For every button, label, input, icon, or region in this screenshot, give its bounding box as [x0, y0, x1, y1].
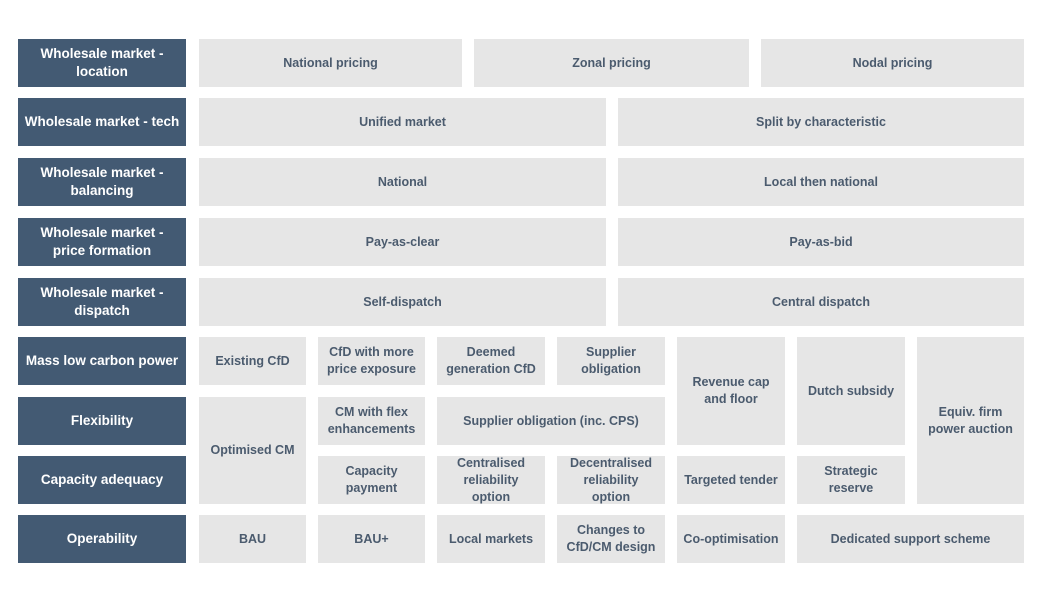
option-national-pricing: National pricing — [199, 39, 462, 87]
option-targeted-tender: Targeted tender — [677, 456, 785, 504]
option-strategic-reserve: Strategic reserve — [797, 456, 905, 504]
option-national-balancing: National — [199, 158, 606, 206]
row-label-balancing: Wholesale market - balancing — [18, 158, 186, 206]
option-capacity-payment: Capacity payment — [318, 456, 425, 504]
option-zonal-pricing: Zonal pricing — [474, 39, 749, 87]
option-local-then-national: Local then national — [618, 158, 1024, 206]
option-bau: BAU — [199, 515, 306, 563]
option-supplier-obligation-cps: Supplier obligation (inc. CPS) — [437, 397, 665, 445]
option-pay-as-clear: Pay-as-clear — [199, 218, 606, 266]
option-existing-cfd: Existing CfD — [199, 337, 306, 385]
row-label-mass-low-carbon: Mass low carbon power — [18, 337, 186, 385]
option-dutch-subsidy: Dutch subsidy — [797, 337, 905, 445]
option-central-dispatch: Central dispatch — [618, 278, 1024, 326]
row-label-flexibility: Flexibility — [18, 397, 186, 445]
option-self-dispatch: Self-dispatch — [199, 278, 606, 326]
option-changes-cfd-cm-design: Changes to CfD/CM design — [557, 515, 665, 563]
row-label-location: Wholesale market - location — [18, 39, 186, 87]
option-split-by-characteristic: Split by characteristic — [618, 98, 1024, 146]
option-co-optimisation: Co-optimisation — [677, 515, 785, 563]
option-decentralised-reliability: Decentralised reliability option — [557, 456, 665, 504]
option-bau-plus: BAU+ — [318, 515, 425, 563]
option-optimised-cm: Optimised CM — [199, 397, 306, 504]
option-deemed-generation-cfd: Deemed generation CfD — [437, 337, 545, 385]
option-cfd-more-price-exposure: CfD with more price exposure — [318, 337, 425, 385]
row-label-price-formation: Wholesale market - price formation — [18, 218, 186, 266]
option-local-markets: Local markets — [437, 515, 545, 563]
option-cm-flex-enhancements: CM with flex enhancements — [318, 397, 425, 445]
row-label-operability: Operability — [18, 515, 186, 563]
option-nodal-pricing: Nodal pricing — [761, 39, 1024, 87]
option-unified-market: Unified market — [199, 98, 606, 146]
option-pay-as-bid: Pay-as-bid — [618, 218, 1024, 266]
option-supplier-obligation: Supplier obligation — [557, 337, 665, 385]
option-dedicated-support-scheme: Dedicated support scheme — [797, 515, 1024, 563]
row-label-tech: Wholesale market - tech — [18, 98, 186, 146]
row-label-capacity-adequacy: Capacity adequacy — [18, 456, 186, 504]
row-label-dispatch: Wholesale market - dispatch — [18, 278, 186, 326]
option-centralised-reliability: Centralised reliability option — [437, 456, 545, 504]
option-revenue-cap-and-floor: Revenue cap and floor — [677, 337, 785, 445]
option-equiv-firm-power-auction: Equiv. firm power auction — [917, 337, 1024, 504]
